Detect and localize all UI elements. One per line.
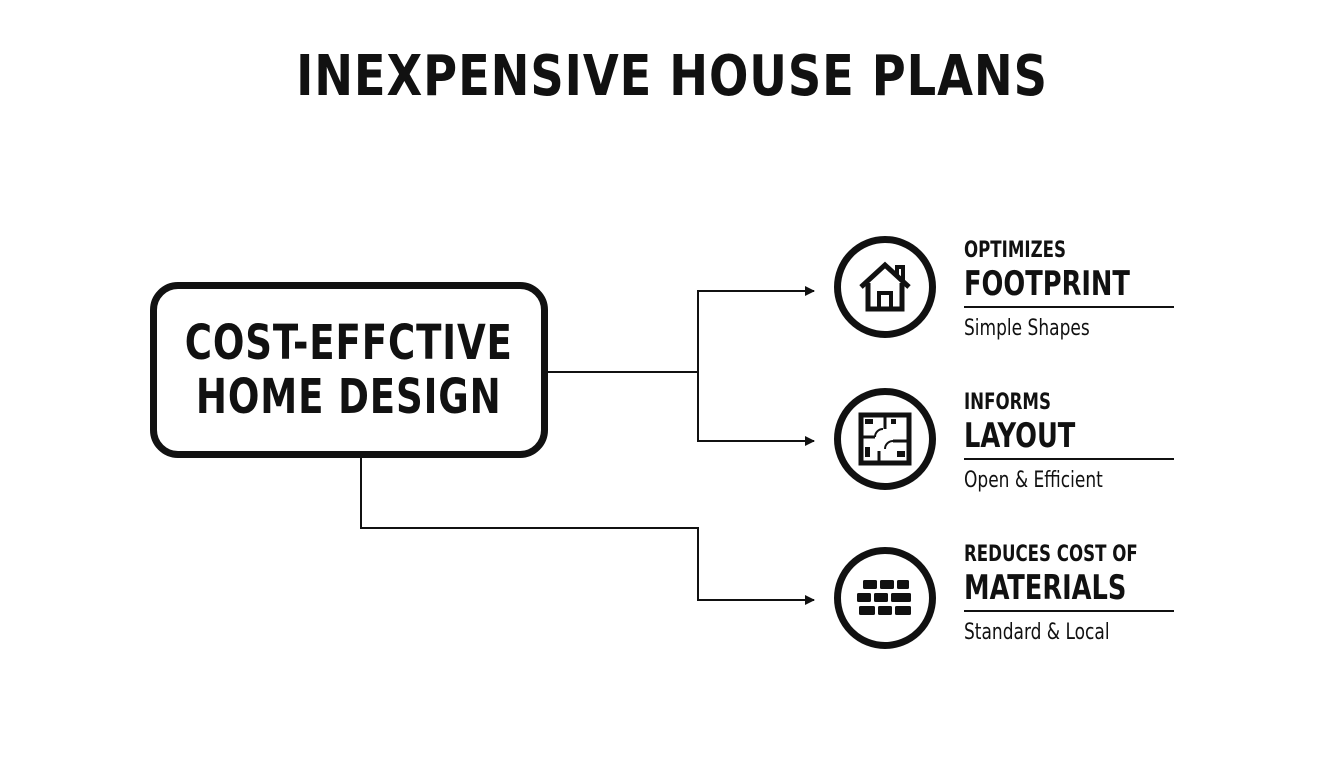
- footprint-icon-circle: [834, 236, 936, 338]
- branch-materials-kicker: REDUCES COST OF: [964, 542, 1138, 567]
- arrow-to-materials: [360, 458, 815, 605]
- bricks-icon: [857, 580, 911, 615]
- arrow-to-layout: [697, 372, 815, 446]
- branch-footprint-subtext: Simple Shapes: [964, 316, 1090, 341]
- branch-footprint-divider: [964, 306, 1174, 308]
- branch-materials-divider: [964, 610, 1174, 612]
- main-concept-line2: HOME DESIGN: [196, 369, 502, 425]
- branch-materials: REDUCES COST OF MATERIALS Standard & Loc…: [964, 542, 1174, 646]
- branch-materials-subtext: Standard & Local: [964, 620, 1110, 645]
- main-concept-line1: COST-EFFCTIVE: [184, 315, 514, 371]
- branch-layout-subtext: Open & Efficient: [964, 468, 1103, 493]
- branch-footprint: OPTIMIZES FOOTPRINT Simple Shapes: [964, 238, 1174, 342]
- branch-materials-headline: MATERIALS: [964, 568, 1127, 608]
- diagram-title: INEXPENSIVE HOUSE PLANS: [296, 44, 1048, 109]
- branch-layout-kicker: INFORMS: [964, 390, 1051, 415]
- branch-footprint-kicker: OPTIMIZES: [964, 238, 1066, 263]
- branch-layout: INFORMS LAYOUT Open & Efficient: [964, 390, 1174, 494]
- materials-icon-circle: [834, 547, 936, 649]
- branch-layout-headline: LAYOUT: [964, 416, 1076, 456]
- arrow-to-footprint: [697, 286, 815, 372]
- branch-layout-divider: [964, 458, 1174, 460]
- floor-plan-icon: [858, 412, 912, 466]
- house-icon: [859, 261, 911, 312]
- branch-footprint-headline: FOOTPRINT: [964, 264, 1130, 304]
- layout-icon-circle: [834, 388, 936, 490]
- main-concept-box: COST-EFFCTIVE HOME DESIGN: [150, 282, 548, 458]
